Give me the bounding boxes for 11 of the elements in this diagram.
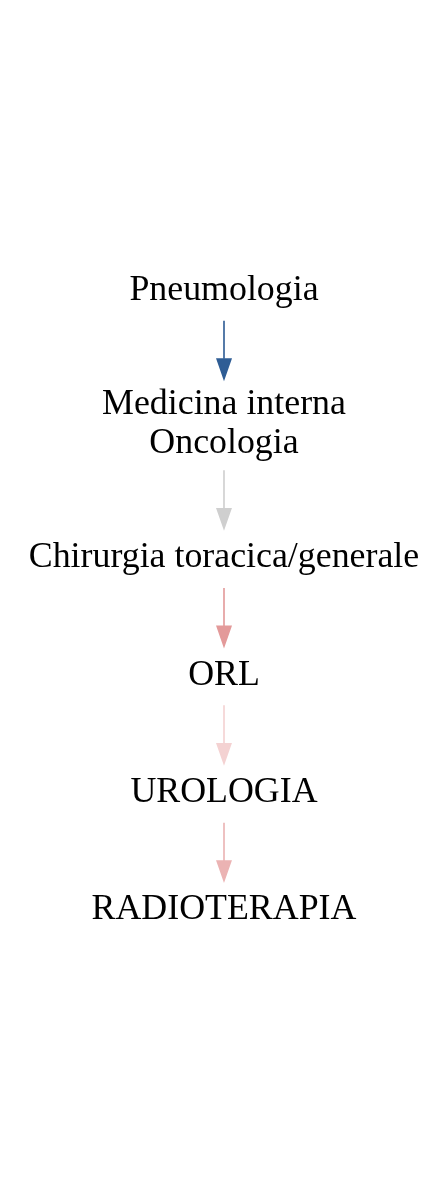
node-text: UROLOGIA	[130, 769, 318, 810]
arrow	[216, 469, 232, 531]
arrow	[216, 587, 232, 649]
node-text: RADIOTERAPIA	[91, 887, 357, 928]
arrow	[216, 821, 232, 884]
node-text: Chirurgia toracica/generale	[28, 535, 420, 576]
arrow	[216, 704, 232, 766]
node-text: Medicina interna Oncologia	[102, 382, 346, 462]
arrow	[216, 319, 232, 382]
node-text: ORL	[188, 652, 260, 693]
node-text: Pneumologia	[129, 267, 319, 308]
